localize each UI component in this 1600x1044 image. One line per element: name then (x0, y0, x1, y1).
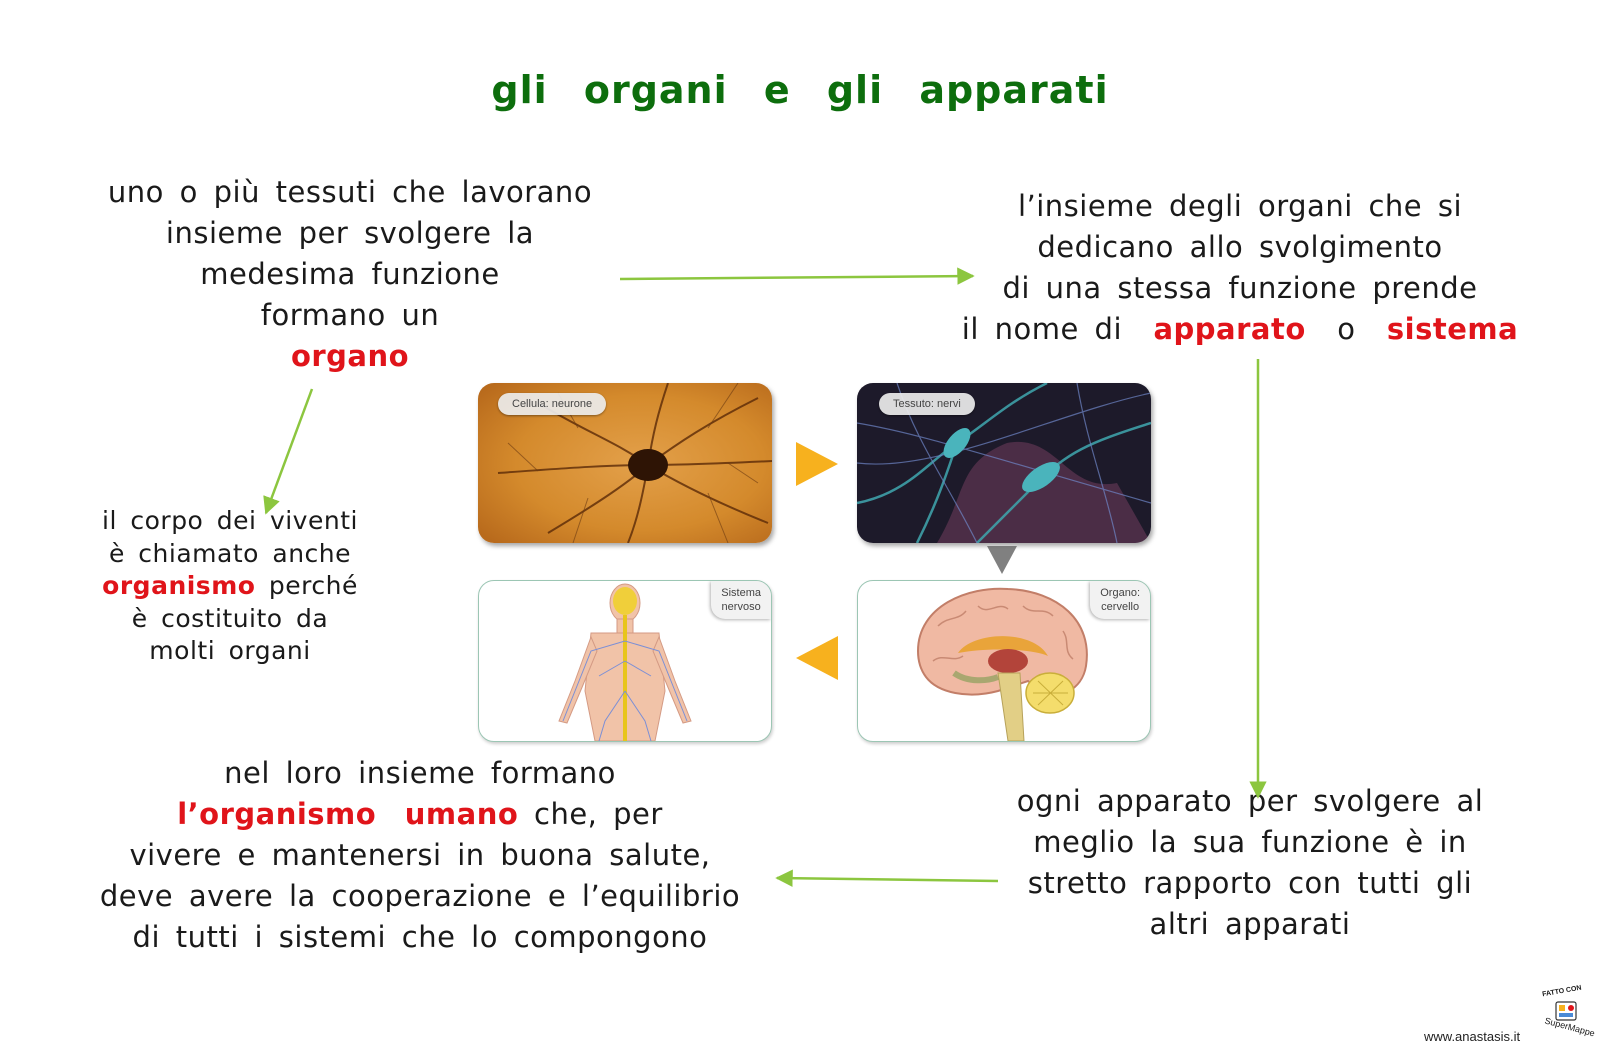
organ-definition: uno o più tessuti che lavorano insieme p… (60, 172, 640, 377)
triangle-right-icon (796, 442, 838, 486)
panel-tissue-nerves: Tessuto: nervi (857, 383, 1151, 543)
cooperation-text: ogni apparato per svolgere al meglio la … (960, 781, 1540, 945)
apparato-prefix: il nome di (961, 312, 1123, 346)
triangle-down-icon (987, 546, 1017, 574)
organismo-line: molti organi (149, 636, 311, 665)
organ-label: Organo: cervello (1090, 581, 1150, 619)
tissue-label: Tessuto: nervi (879, 393, 975, 415)
organ-line: uno o più tessuti che lavorano (107, 175, 593, 209)
organismo-line: organismo perché (70, 570, 390, 603)
human-organism-highlight: l’organismo umano (177, 797, 519, 831)
tissue-image (857, 383, 1151, 543)
organ-line: formano un (260, 298, 440, 332)
organ-line: medesima funzione (200, 257, 500, 291)
organ-line: insieme per svolgere la (165, 216, 535, 250)
organismo-line: è costituito da (131, 603, 329, 633)
arrow-cooperation-to-human (775, 869, 999, 887)
human-line: deve avere la cooperazione e l’equilibri… (99, 879, 741, 913)
cooperation-line: stretto rapporto con tutti gli (1027, 866, 1473, 900)
organ-label-line: Organo: (1100, 587, 1140, 599)
organismo-highlight: organismo (102, 571, 256, 600)
sistema-highlight: sistema (1386, 312, 1519, 346)
cooperation-line: meglio la sua funzione è in (1033, 825, 1467, 859)
organismo-line: il corpo dei viventi (102, 506, 358, 535)
cell-label: Cellula: neurone (498, 393, 607, 415)
panel-nervous-system: Sistema nervoso (478, 580, 772, 742)
page-title: gli organi e gli apparati (491, 68, 1109, 112)
cooperation-line: altri apparati (1149, 907, 1351, 941)
system-label-line: Sistema (721, 587, 761, 599)
organismo-line: è chiamato anche (108, 538, 352, 568)
website-link[interactable]: www.anastasis.it (1424, 1029, 1521, 1044)
panel-organ-brain: Organo: cervello (857, 580, 1151, 742)
organismo-definition: il corpo dei viventi è chiamato anche or… (70, 505, 390, 668)
panel-cell-neuron: Cellula: neurone (478, 383, 772, 543)
nervous-system-image (558, 583, 692, 741)
human-line: vivere e mantenersi in buona salute, (129, 838, 711, 872)
system-label-line: nervoso (721, 601, 761, 613)
human-rest: che, per (534, 797, 663, 831)
arrow-organ-to-apparato (619, 267, 975, 285)
supermappe-badge: FATTO CON SuperMappe (1538, 985, 1596, 1039)
organismo-rest: perché (268, 571, 358, 600)
arrow-organ-to-organismo (263, 388, 314, 515)
human-line: di tutti i sistemi che lo compongono (132, 920, 708, 954)
triangle-left-icon (796, 636, 838, 680)
apparato-definition: l’insieme degli organi che si dedicano a… (940, 186, 1540, 350)
apparato-connector: o (1337, 312, 1356, 346)
system-label: Sistema nervoso (711, 581, 771, 619)
brain-image (916, 587, 1088, 741)
human-line: l’organismo umano che, per (30, 794, 810, 835)
apparato-line: l’insieme degli organi che si (1017, 189, 1463, 223)
organ-label-line: cervello (1101, 601, 1140, 613)
human-line: nel loro insieme formano (224, 756, 616, 790)
organ-highlight: organo (290, 339, 410, 373)
human-organism-text: nel loro insieme formano l’organismo uma… (30, 753, 810, 958)
apparato-last-line: il nome di apparato o sistema (940, 309, 1540, 350)
apparato-highlight: apparato (1153, 312, 1306, 346)
supermappe-logo-icon (1555, 1001, 1577, 1021)
apparato-line: dedicano allo svolgimento (1037, 230, 1443, 264)
apparato-line: di una stessa funzione prende (1002, 271, 1478, 305)
